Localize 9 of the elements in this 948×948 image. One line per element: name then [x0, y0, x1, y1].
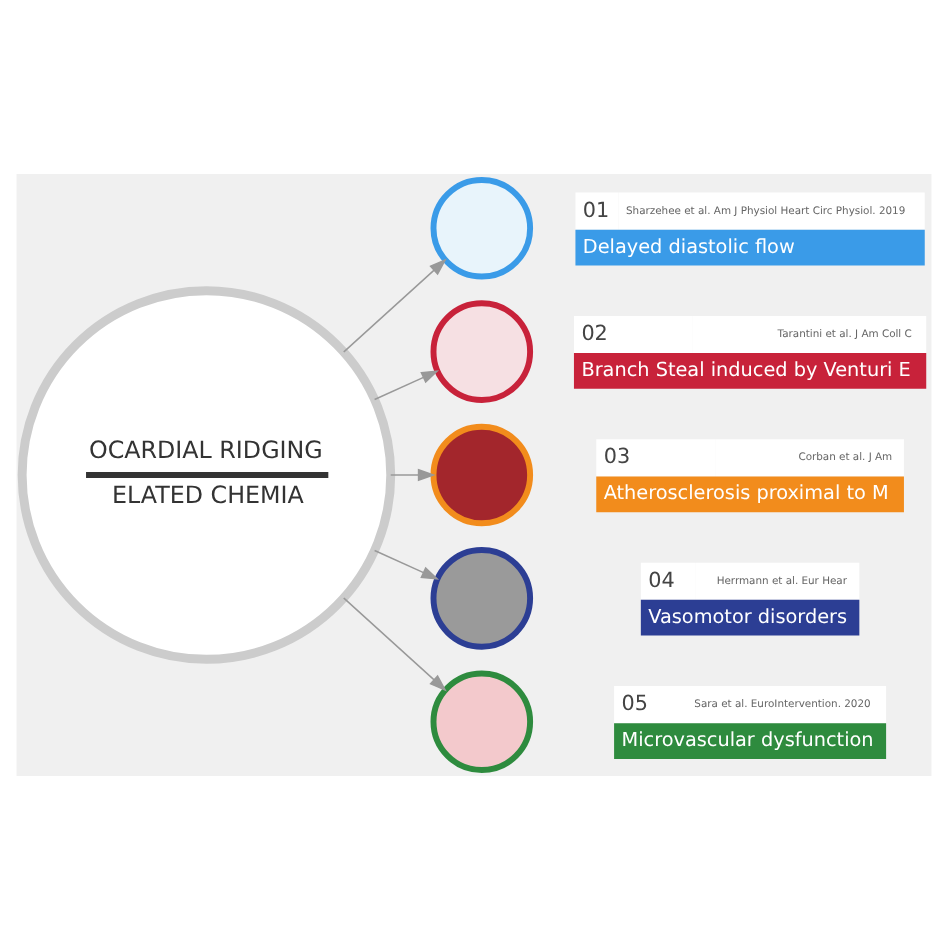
- arrow: [342, 257, 447, 352]
- arrow: [373, 369, 440, 400]
- node-circle: [430, 546, 534, 649]
- arrow: [373, 548, 440, 579]
- node-circle: [430, 299, 534, 402]
- arrow: [342, 596, 447, 691]
- node-circle: OCARDIAL RIDGING ELATED CHEMIA: [17, 285, 396, 663]
- node-circle: [430, 422, 534, 526]
- arrow: [390, 467, 436, 481]
